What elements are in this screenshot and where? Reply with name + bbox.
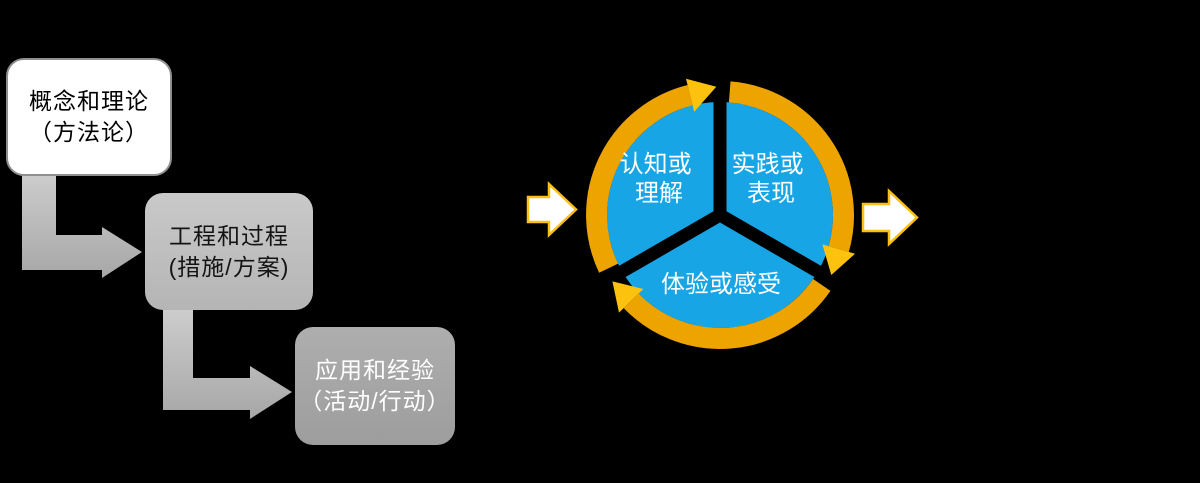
cascade-box-application: 应用和经验 （活动/行动） [295, 327, 455, 445]
cycle-ring-arrowhead-top [686, 78, 717, 112]
cycle-label-right: 实践或 表现 [732, 151, 811, 207]
cycle-ring-segment-left [586, 85, 693, 273]
box-line: （方法论） [29, 119, 149, 145]
cycle-label-left: 认知或 理解 [620, 151, 699, 207]
cycle-ring-arrowhead-lower-left [612, 281, 644, 313]
box-line: (措施/方案) [168, 253, 290, 280]
cascade-box-concept: 概念和理论 （方法论） [6, 58, 172, 176]
box-line: 概念和理论 [29, 88, 149, 114]
cycle-divider-lower-right [716, 209, 842, 290]
cycle-divider-lower-left [598, 209, 724, 290]
box-line: 工程和过程 [169, 222, 289, 249]
box-line: 应用和经验 [315, 357, 435, 383]
flow-arrow-2 [163, 308, 292, 419]
cycle-ring-arrowhead-lower-right [822, 244, 855, 275]
box-line: （活动/行动） [299, 388, 451, 414]
cycle-label-bottom: 体验或感受 [661, 271, 781, 298]
cascade-box-process: 工程和过程 (措施/方案) [145, 193, 313, 310]
cycle-diagram: 认知或 理解 实践或 表现 体验或感受 [586, 78, 855, 349]
flow-arrow-1 [22, 172, 142, 278]
output-arrow [861, 188, 919, 247]
cycle-ring-segment-bottom [623, 278, 831, 349]
input-arrow [526, 181, 578, 238]
cycle-ring-segment-right [728, 81, 854, 252]
